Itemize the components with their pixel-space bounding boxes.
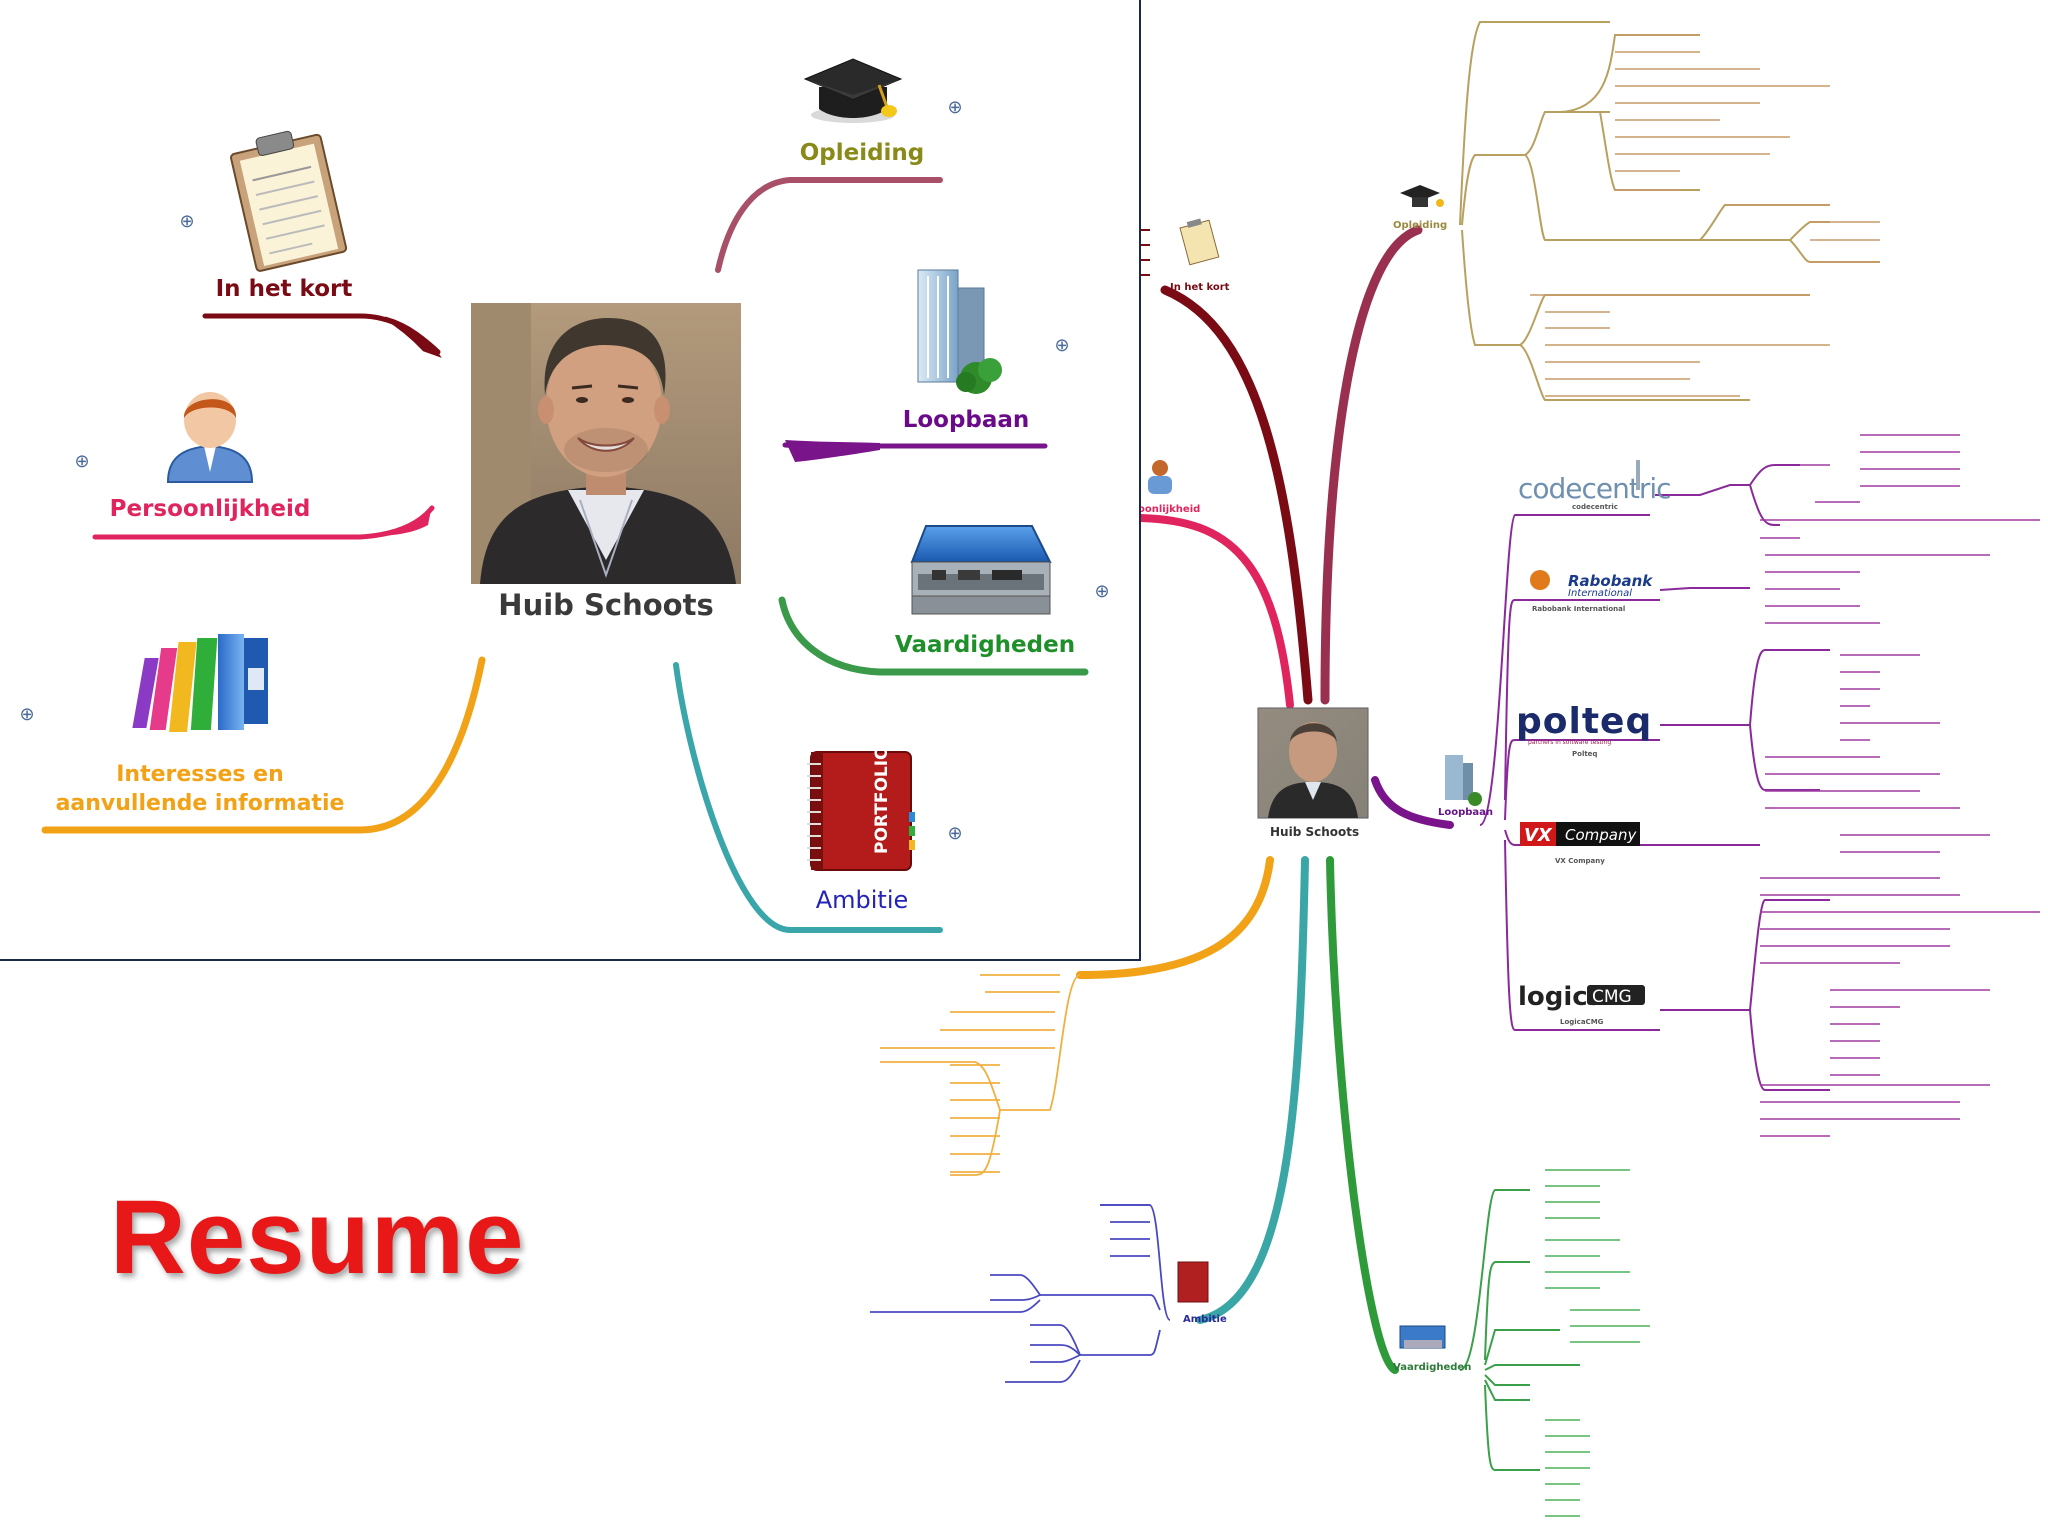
label-interesses-line1: Interesses en <box>116 762 284 787</box>
label-interesses-line2: aanvullende informatie <box>56 791 345 816</box>
company-logos: codecentric codecentric Rabobank Interna… <box>1516 460 1672 1026</box>
small-label-opleiding: Opleiding <box>1393 220 1447 231</box>
center-photo <box>471 303 741 584</box>
polteq-logo: polteq partners in software testing Polt… <box>1516 701 1652 758</box>
small-building-icon <box>1445 755 1482 806</box>
vaardigheden-leaves <box>1545 1169 1650 1517</box>
loopbaan-leaves <box>1760 434 2040 1137</box>
label-opleiding: Opleiding <box>800 140 925 166</box>
rabobank-text: Rabobank <box>1568 572 1653 590</box>
vaardigheden-subtree <box>1459 1189 1580 1471</box>
small-clipboard-icon <box>1179 218 1220 266</box>
graduation-cap-icon <box>803 58 903 123</box>
expand-opleiding-button[interactable]: ⊕ <box>947 97 962 118</box>
branch-loopbaan <box>1371 776 1454 829</box>
loopbaan-subtree <box>1479 464 1830 1091</box>
inset-branch-opleiding <box>715 177 943 273</box>
expand-buttons: ⊕ ⊕ ⊕ ⊕ ⊕ ⊕ ⊕ <box>19 97 1109 844</box>
rabobank-logo: Rabobank International Rabobank Internat… <box>1530 570 1653 613</box>
vx-company-text: Company <box>1565 826 1637 844</box>
branch-opleiding <box>1320 225 1423 705</box>
inset-branch-vaardigheden <box>778 596 1089 676</box>
small-portfolio-icon <box>1177 1261 1209 1303</box>
vx-company-logo: VX Company VX Company <box>1520 822 1640 865</box>
label-ambitie: Ambitie <box>816 886 909 914</box>
vx-text: VX <box>1524 825 1553 846</box>
toolcase-icon <box>910 525 1052 615</box>
small-graduation-cap-icon <box>1400 185 1444 207</box>
full-map-labels: Opleiding In het kort oonlijkheid Loopba… <box>1138 220 1493 1373</box>
rabobank-subtext: International <box>1568 588 1632 599</box>
small-label-vaardigheden: Vaardigheden <box>1393 1362 1471 1373</box>
label-loopbaan: Loopbaan <box>903 407 1030 433</box>
branch-interesses <box>1076 856 1274 979</box>
branch-vaardigheden <box>1326 856 1399 1374</box>
expand-interesses-button[interactable]: ⊕ <box>19 704 34 725</box>
full-map-center-photo <box>1257 707 1369 819</box>
center-name: Huib Schoots <box>498 588 713 622</box>
expand-ambitie-button[interactable]: ⊕ <box>947 823 962 844</box>
codecentric-caption: codecentric <box>1572 503 1618 511</box>
small-person-icon <box>1148 460 1172 494</box>
resume-title: Resume <box>110 1179 525 1296</box>
portfolio-icon: PORTFOLIO <box>807 745 915 871</box>
inset-labels: In het kort Persoonlijkheid Interesses e… <box>56 140 1076 914</box>
branch-in-het-kort <box>1160 285 1313 705</box>
full-map-icons <box>1130 185 1482 1349</box>
label-in-het-kort: In het kort <box>216 276 353 302</box>
expand-loopbaan-button[interactable]: ⊕ <box>1054 335 1069 356</box>
ambitie-subtree <box>870 1204 1171 1383</box>
polteq-caption: Polteq <box>1572 750 1597 758</box>
codecentric-logo: codecentric codecentric <box>1518 460 1672 511</box>
small-label-persoonlijkheid: oonlijkheid <box>1138 504 1200 515</box>
books-icon <box>132 634 268 732</box>
interesses-subtree <box>880 974 1081 1176</box>
inset-branch-interesses <box>41 656 486 834</box>
rabobank-caption: Rabobank International <box>1532 605 1625 613</box>
inset-branches <box>41 177 1089 933</box>
expand-in-het-kort-button[interactable]: ⊕ <box>179 211 194 232</box>
label-vaardigheden: Vaardigheden <box>895 632 1075 658</box>
polteq-text: polteq <box>1516 701 1652 742</box>
small-label-center: Huib Schoots <box>1270 825 1359 839</box>
small-label-ambitie: Ambitie <box>1183 1314 1227 1325</box>
person-icon <box>166 392 254 483</box>
building-icon <box>917 269 1002 394</box>
codecentric-text: codecentric <box>1518 472 1671 505</box>
polteq-tagline: partners in software testing <box>1528 739 1611 746</box>
inset-branch-ambitie <box>673 662 943 933</box>
label-persoonlijkheid: Persoonlijkheid <box>110 496 311 522</box>
logica-caption: LogicaCMG <box>1560 1018 1604 1026</box>
branch-persoonlijkheid <box>1136 514 1294 709</box>
expand-persoonlijkheid-button[interactable]: ⊕ <box>74 451 89 472</box>
clipboard-icon <box>230 130 348 272</box>
opleiding-subtree <box>1459 21 1880 401</box>
vx-caption: VX Company <box>1555 857 1605 865</box>
full-map-branches <box>1076 225 1454 1374</box>
opleiding-leaves <box>1530 34 1880 397</box>
small-label-in-het-kort: In het kort <box>1170 282 1230 293</box>
small-label-loopbaan: Loopbaan <box>1438 807 1493 818</box>
portfolio-label: PORTFOLIO <box>872 745 892 854</box>
cmg-text: CMG <box>1592 987 1632 1007</box>
branch-ambitie <box>1196 856 1309 1324</box>
logicacmg-logo: logica CMG LogicaCMG <box>1518 982 1645 1026</box>
expand-vaardigheden-button[interactable]: ⊕ <box>1094 581 1109 602</box>
small-suitcase-icon <box>1399 1325 1446 1349</box>
